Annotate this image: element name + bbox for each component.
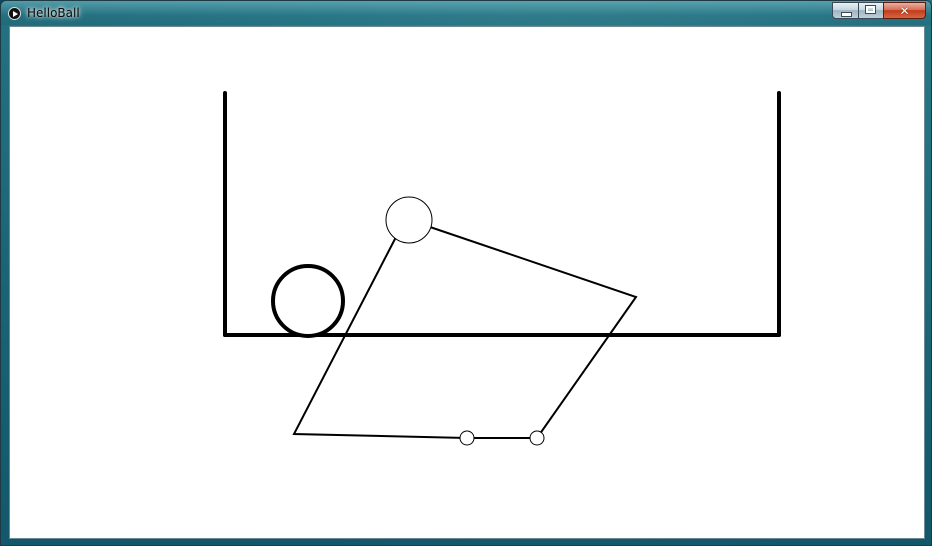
bottom-joint-left[interactable] [459,430,475,446]
sketch-canvas-area[interactable] [9,26,925,539]
bottom-joint-right[interactable] [529,430,545,446]
linkage-path [292,226,638,439]
close-button[interactable]: ✕ [883,2,926,19]
window-title: HelloBall [27,6,80,20]
minimize-button[interactable] [832,2,858,19]
maximize-button[interactable] [858,2,883,19]
processing-play-icon[interactable] [8,7,21,20]
maximize-icon [865,5,876,14]
top-joint-ball[interactable] [385,196,433,244]
title-bar[interactable]: HelloBall ✕ [1,1,931,25]
minimize-icon [841,12,852,17]
close-icon: ✕ [899,3,910,18]
sketch-canvas[interactable] [10,27,924,538]
heavy-ball[interactable] [271,264,345,338]
caption-buttons: ✕ [832,2,926,20]
